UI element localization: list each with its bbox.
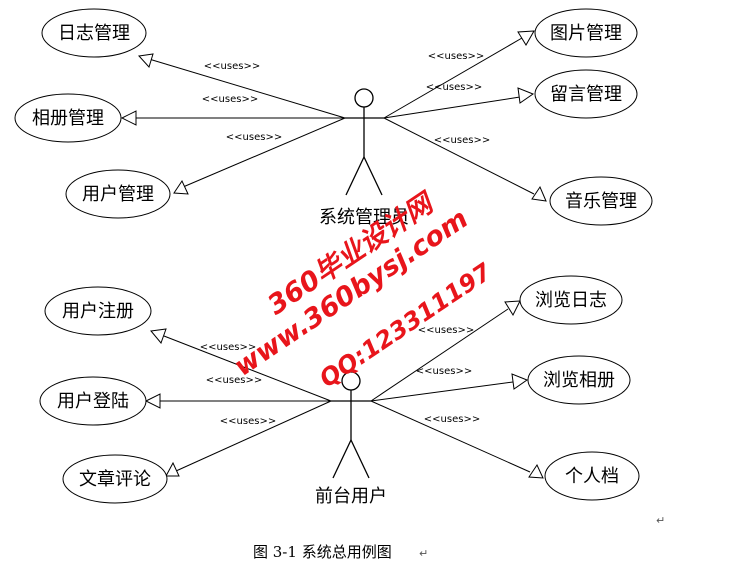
arrowhead-admin-message (517, 87, 535, 104)
usecase-log-management (41, 8, 147, 58)
usecase-user-management (65, 169, 171, 219)
arrowhead-admin-picture (517, 30, 535, 46)
arrowhead-frontend-browse-log (504, 300, 521, 317)
uses-label: <<uses>> (428, 51, 484, 62)
arrowhead-admin-music (531, 185, 547, 202)
usecase-user-login (39, 376, 147, 426)
arrowhead-frontend-profile (528, 463, 544, 479)
paragraph-mark: ↵ (656, 514, 665, 527)
usecase-label: 留言管理 (550, 84, 622, 105)
usecase-label: 个人档 (565, 466, 619, 487)
actor-frontend-leg-right (350, 439, 370, 479)
arrowhead-frontend-login (144, 393, 161, 409)
actor-frontend-label: 前台用户 (315, 486, 387, 507)
uses-label: <<uses>> (202, 94, 258, 105)
usecase-label: 浏览相册 (543, 370, 615, 391)
arrowhead-admin-album (120, 110, 137, 126)
paragraph-mark: ↵ (419, 547, 428, 560)
arrowhead-admin-log (137, 53, 154, 68)
usecase-message-management (534, 69, 638, 119)
uses-label: <<uses>> (434, 135, 490, 146)
figure-caption: 图 3-1 系统总用例图 (253, 543, 392, 561)
actor-admin-label: 系统管理员 (319, 207, 409, 228)
uses-label: <<uses>> (426, 82, 482, 93)
assoc-frontend-comment (175, 400, 332, 472)
assoc-frontend-register (163, 335, 332, 402)
usecase-label: 相册管理 (32, 108, 104, 129)
usecase-picture-management (534, 8, 638, 58)
usecase-label: 用户注册 (62, 301, 134, 322)
usecase-label: 文章评论 (79, 469, 151, 490)
arrowhead-frontend-register (150, 328, 167, 344)
actor-frontend (331, 371, 371, 479)
usecase-music-management (549, 176, 653, 226)
arrowhead-admin-user (173, 179, 189, 195)
uses-label: <<uses>> (204, 61, 260, 72)
arrowhead-frontend-browse-album (511, 373, 529, 390)
usecase-browse-log (519, 275, 623, 325)
usecase-label: 日志管理 (58, 23, 130, 44)
usecase-label: 音乐管理 (565, 191, 637, 212)
uses-label: <<uses>> (226, 132, 282, 143)
actor-admin-head (354, 88, 374, 108)
assoc-admin-log (138, 55, 346, 119)
usecase-browse-album (527, 355, 631, 405)
uses-label: <<uses>> (200, 342, 256, 353)
assoc-frontend-browse-log (370, 308, 509, 402)
assoc-admin-message (383, 96, 521, 119)
actor-frontend-leg-left (332, 439, 352, 479)
usecase-label: 图片管理 (550, 23, 622, 44)
usecase-article-comment (62, 454, 168, 504)
usecase-user-register (44, 286, 152, 336)
actor-admin (345, 88, 384, 196)
arrowhead-frontend-comment (165, 461, 180, 477)
usecase-label: 浏览日志 (535, 290, 607, 311)
uses-label: <<uses>> (220, 416, 276, 427)
uses-label: <<uses>> (424, 414, 480, 425)
assoc-admin-music (383, 117, 535, 195)
usecase-album-management (14, 93, 122, 143)
actor-admin-leg-left (345, 156, 365, 196)
assoc-admin-picture (383, 37, 523, 119)
assoc-frontend-profile (370, 400, 531, 473)
assoc-admin-user (175, 117, 346, 191)
usecase-label: 用户登陆 (57, 391, 129, 412)
uses-label: <<uses>> (416, 366, 472, 377)
usecase-label: 用户管理 (82, 184, 154, 205)
usecase-profile (544, 451, 640, 501)
uses-label: <<uses>> (206, 375, 262, 386)
actor-admin-leg-right (363, 156, 383, 196)
assoc-frontend-browse-album (370, 381, 514, 402)
uses-label: <<uses>> (418, 325, 474, 336)
